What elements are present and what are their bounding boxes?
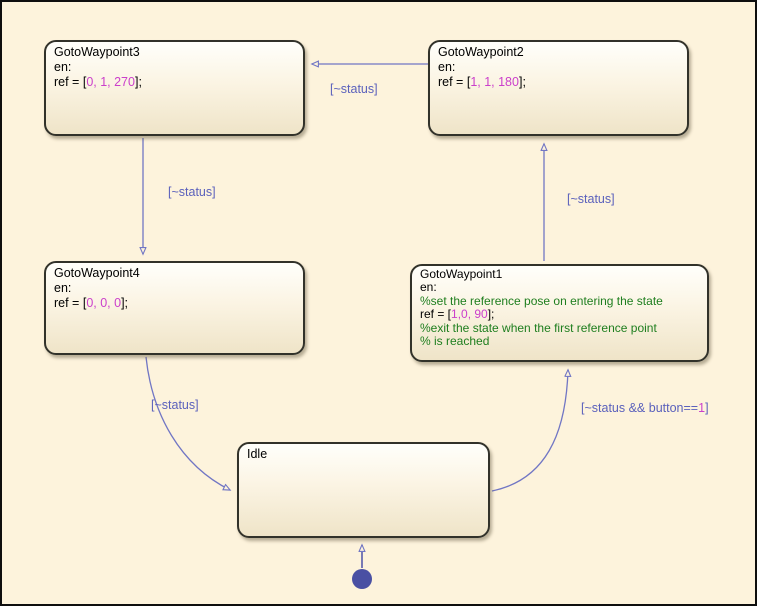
transition-label-gw3-to-gw4[interactable]: [~status] [168,185,216,199]
state-gotowaypoint3[interactable]: GotoWaypoint3 en: ref = [0, 1, 270]; [44,40,305,136]
transition-label-gw2-to-gw3[interactable]: [~status] [330,82,378,96]
state-gotowaypoint2[interactable]: GotoWaypoint2 en: ref = [1, 1, 180]; [428,40,689,136]
condition-text: ] [705,401,709,415]
state-gotowaypoint4[interactable]: GotoWaypoint4 en: ref = [0, 0, 0]; [44,261,305,355]
number-literal: 0, 1, 270 [86,75,135,89]
state-entry-keyword: en: [420,280,437,295]
state-code-line: ref = [0, 0, 0]; [54,296,295,311]
transition-label-idle-to-gw1[interactable]: [~status && button==1] [581,401,709,416]
state-title: GotoWaypoint4 [54,266,140,280]
condition-text: [~status && button== [581,401,699,415]
code-text: ]; [121,296,129,310]
state-gotowaypoint1[interactable]: GotoWaypoint1 en: %set the reference pos… [410,264,709,362]
code-text: ]; [487,307,495,322]
number-literal: 1, 1, 180 [470,75,519,89]
state-entry-keyword: en: [54,281,72,295]
transition-gw4-to-idle[interactable] [145,356,230,490]
state-title: GotoWaypoint2 [438,45,524,59]
state-title: GotoWaypoint1 [420,267,503,281]
code-comment: % is reached [420,334,490,349]
transition-idle-to-gw1[interactable] [491,370,568,492]
code-text: ref = [ [54,296,87,310]
number-literal: 1 [698,401,706,415]
default-transition-dot[interactable] [352,569,372,589]
state-entry-keyword: en: [54,60,72,74]
code-text: ]; [134,75,142,89]
state-code-line: ref = [1,0, 90]; [420,308,699,321]
number-literal: 0, 0, 0 [86,296,122,310]
state-title: GotoWaypoint3 [54,45,140,59]
code-text: ref = [ [438,75,471,89]
transition-label-gw1-to-gw2[interactable]: [~status] [567,192,615,206]
state-title: Idle [247,447,268,461]
code-text: ]; [518,75,526,89]
state-idle[interactable]: Idle [237,442,490,538]
state-code-line: ref = [0, 1, 270]; [54,75,295,90]
code-comment: %set the reference pose on entering the … [420,293,663,308]
transition-label-gw4-to-idle[interactable]: [~status] [151,398,199,412]
code-text: ref = [ [420,307,452,322]
state-entry-keyword: en: [438,60,456,74]
state-code-line: ref = [1, 1, 180]; [438,75,679,90]
code-comment: %exit the state when the first reference… [420,320,657,335]
number-literal: 1,0, 90 [451,307,488,322]
code-text: ref = [ [54,75,87,89]
